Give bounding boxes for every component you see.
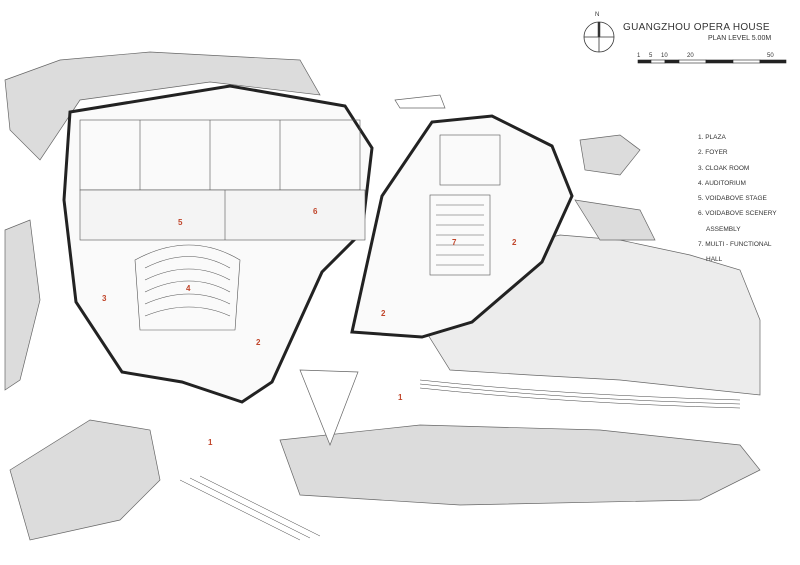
scale-tick: 50 [767, 53, 774, 59]
interior-walls [79, 119, 366, 331]
label-hall: 7 [452, 238, 457, 247]
landscape-top-left [4, 51, 321, 161]
scale-tick: 5 [649, 53, 653, 59]
scale-tick: 10 [661, 53, 668, 59]
hall-walls [429, 134, 501, 276]
landscape-right [574, 199, 656, 241]
label-auditorium: 4 [186, 284, 191, 293]
drawing-title: GUANGZHOU OPERA HOUSE [623, 22, 770, 33]
legend: 1. PLAZA 2. FOYER 3. CLOAK ROOM 4. AUDIT… [698, 130, 777, 268]
landscape-right-top [579, 134, 641, 176]
north-arrow [583, 21, 615, 53]
main-auditorium-building [62, 84, 374, 404]
scale-bar [637, 59, 787, 64]
label-stage: 5 [178, 218, 183, 227]
scale-tick: 1 [637, 53, 641, 59]
legend-item: 2. FOYER [698, 149, 728, 157]
landscape-bottom [279, 424, 761, 506]
label-foyer: 2 [381, 309, 386, 318]
small-island [394, 94, 446, 109]
label-foyer: 2 [512, 238, 517, 247]
label-foyer: 2 [256, 338, 261, 347]
landscape-left [4, 219, 41, 391]
label-scenery: 6 [313, 207, 318, 216]
multifunctional-hall-building [350, 114, 574, 339]
drawing-subtitle: PLAN LEVEL 5.00M [708, 35, 772, 42]
legend-item: ASSEMBLY [706, 225, 741, 233]
north-label: N [595, 12, 600, 18]
legend-item: 7. MULTI - FUNCTIONAL [698, 241, 772, 249]
legend-item: 1. PLAZA [698, 134, 726, 141]
legend-item: 5. VOIDABOVE STAGE [698, 195, 767, 203]
label-plaza: 1 [398, 393, 403, 402]
legend-item: 4. AUDITORIUM [698, 179, 746, 187]
legend-item: HALL [706, 256, 723, 264]
label-plaza: 1 [208, 438, 213, 447]
scale-tick: 20 [687, 53, 694, 59]
landscape-bottom-left [9, 419, 161, 541]
legend-item: 3. CLOAK ROOM [698, 164, 750, 172]
plaza-triangle [299, 369, 359, 446]
legend-item: 6. VOIDABOVE SCENERY [698, 210, 777, 218]
label-cloak-room: 3 [102, 294, 107, 303]
stair-band [179, 379, 741, 541]
